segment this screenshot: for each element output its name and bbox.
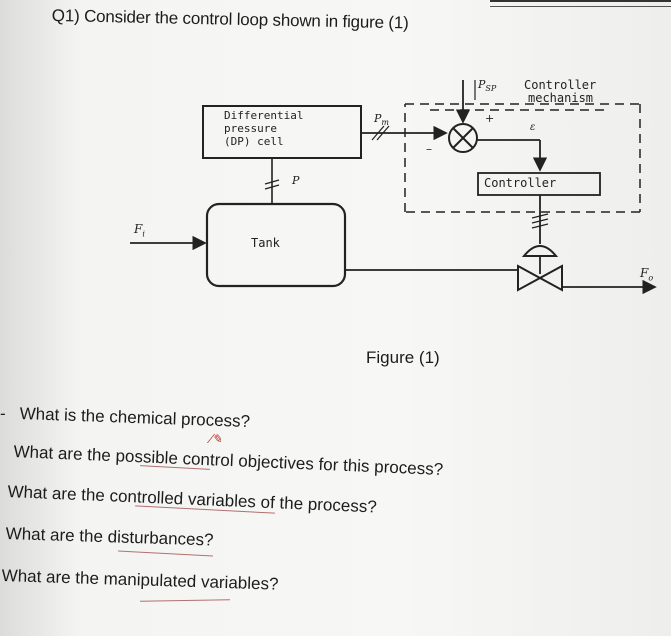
controller-box [477,172,601,196]
question-3: What are the controlled variables of the… [7,482,378,517]
top-rule [490,0,671,7]
minus-sign: – [426,142,432,156]
outflow-label: Fo [640,266,654,283]
dp-cell-label-1: Differential [224,109,304,122]
ink-scribble: ⁄✎ [210,432,223,446]
control-loop-figure [130,80,657,295]
valve-actuator [521,245,559,257]
dp-cell-label-2: pressure [224,122,277,135]
ink-underline-4 [139,599,231,602]
controller-label: Controller [484,176,557,190]
tank-vessel [205,202,347,288]
controller-mechanism-label-1: Controller [524,78,597,92]
figure-caption: Figure (1) [366,348,440,367]
question-4: What are the disturbances? [5,524,214,550]
inflow-label: Fi [134,222,145,239]
pm-label: Pm [374,112,389,128]
question-5: What are the manipulated variables? [1,566,279,594]
dp-cell-box [202,105,362,159]
tank-label: Tank [251,236,280,250]
dp-cell-label-3: (DP) cell [224,135,284,148]
controller-mechanism-label-2: mechanism [528,91,594,105]
summing-junction [448,123,478,153]
psp-label: PSP [478,78,497,94]
question-1: What is the chemical process? [19,404,251,432]
error-label: ε [530,122,536,133]
question-2: What are the possible control objectives… [13,442,444,479]
bullet-mark: - [0,404,6,423]
controller-mechanism-boundary [404,103,641,213]
control-valve [517,264,563,292]
plus-sign: + [485,112,495,125]
p-label: P [292,174,300,187]
ink-underline-3 [118,550,213,557]
